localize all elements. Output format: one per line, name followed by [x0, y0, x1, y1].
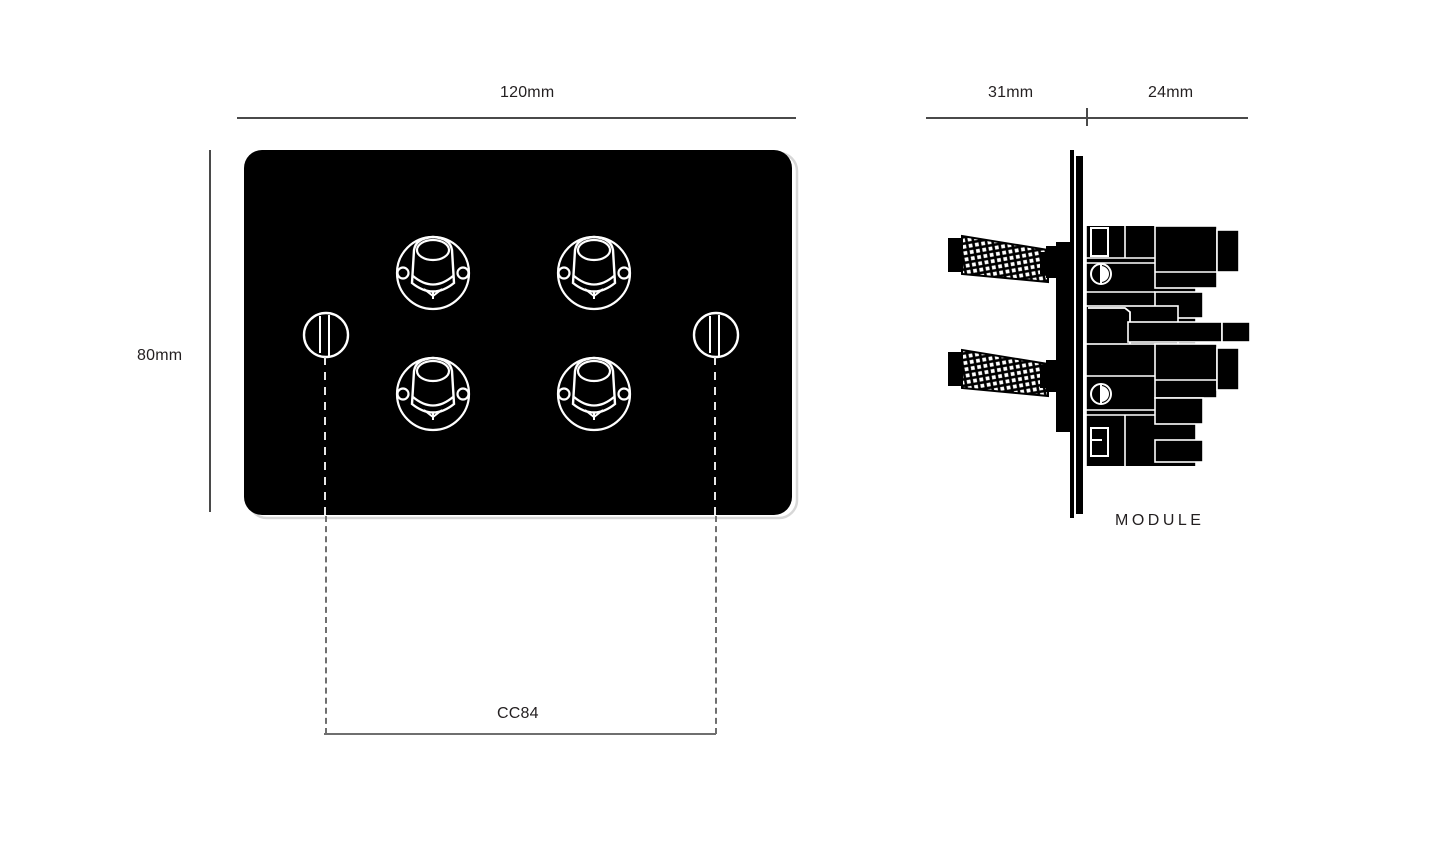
- dimension-tick-depth-split: [1086, 108, 1088, 126]
- fixing-centres-dimension-line: [324, 733, 716, 735]
- mounting-bracket: [1085, 305, 1251, 365]
- knob-top-left[interactable]: [395, 235, 471, 311]
- dimension-label-width: 120mm: [500, 84, 555, 101]
- plate-bezel-outline: [247, 151, 799, 520]
- screw-right[interactable]: [692, 311, 740, 359]
- fixing-centres-label: CC84: [497, 705, 539, 722]
- screw-left[interactable]: [302, 311, 350, 359]
- dimension-line-height: [209, 150, 211, 512]
- dimension-label-height: 80mm: [137, 347, 183, 364]
- dimension-label-depth-front: 31mm: [988, 84, 1034, 101]
- knob-bottom-right[interactable]: [556, 356, 632, 432]
- leader-right-extension: [715, 516, 717, 734]
- faceplate-edge-outer: [1070, 150, 1074, 518]
- module-body-lower: [1085, 343, 1240, 473]
- dimension-line-width: [237, 117, 796, 119]
- faceplate-body: [1056, 242, 1072, 432]
- faceplate-edge-inner: [1076, 156, 1083, 514]
- leader-left-extension: [325, 516, 327, 734]
- knurled-shaft-lower[interactable]: [948, 348, 1072, 398]
- knob-top-right[interactable]: [556, 235, 632, 311]
- dimension-label-depth-rear: 24mm: [1148, 84, 1194, 101]
- faceplate: [244, 150, 792, 515]
- module-body-upper: [1085, 219, 1240, 349]
- knurled-shaft-upper[interactable]: [948, 234, 1072, 284]
- knob-bottom-left[interactable]: [395, 356, 471, 432]
- side-view-caption: MODULE: [1115, 512, 1205, 529]
